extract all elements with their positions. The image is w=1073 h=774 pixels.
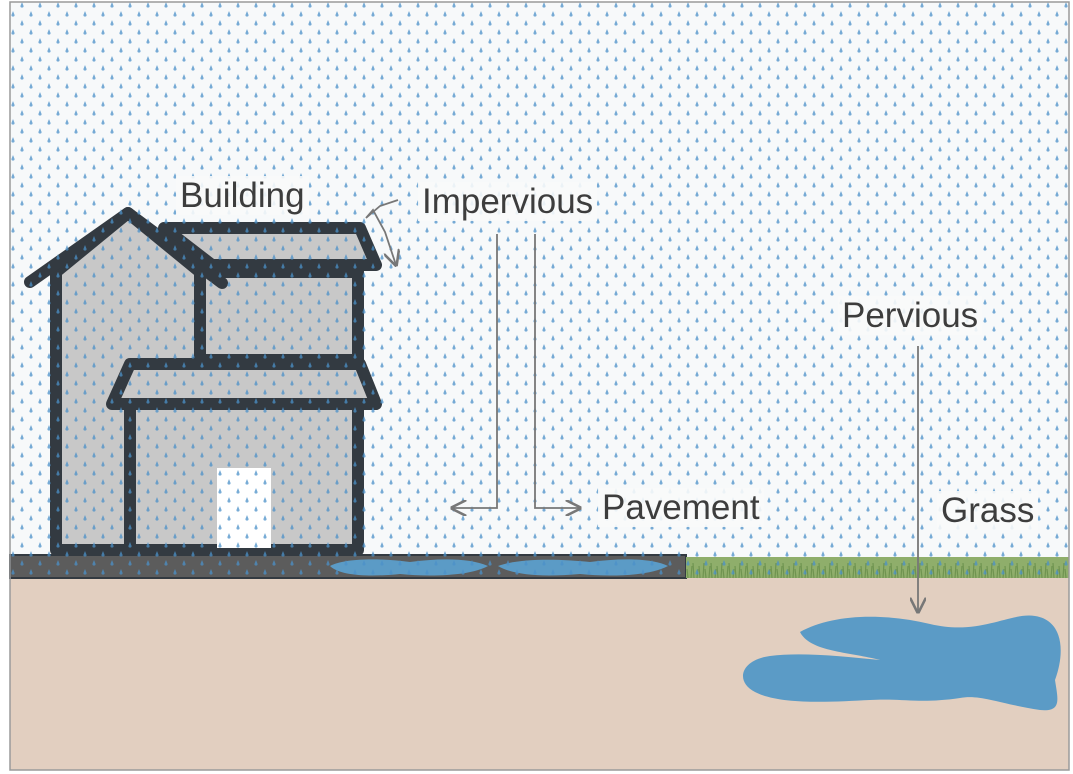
label-building: Building	[176, 176, 309, 215]
groundwater-pool	[743, 615, 1061, 711]
leader-lines	[365, 199, 918, 612]
label-grass: Grass	[937, 491, 1039, 530]
rain-overlay	[10, 2, 1069, 578]
impervious-to-left-arrow	[452, 234, 498, 508]
diagram-frame	[9, 1, 1070, 771]
impervious-to-building-arrow	[365, 199, 398, 265]
label-pavement: Pavement	[598, 488, 764, 527]
label-impervious: Impervious	[418, 182, 598, 221]
impervious-to-pavement-arrow	[534, 234, 580, 508]
label-pervious: Pervious	[838, 296, 983, 335]
